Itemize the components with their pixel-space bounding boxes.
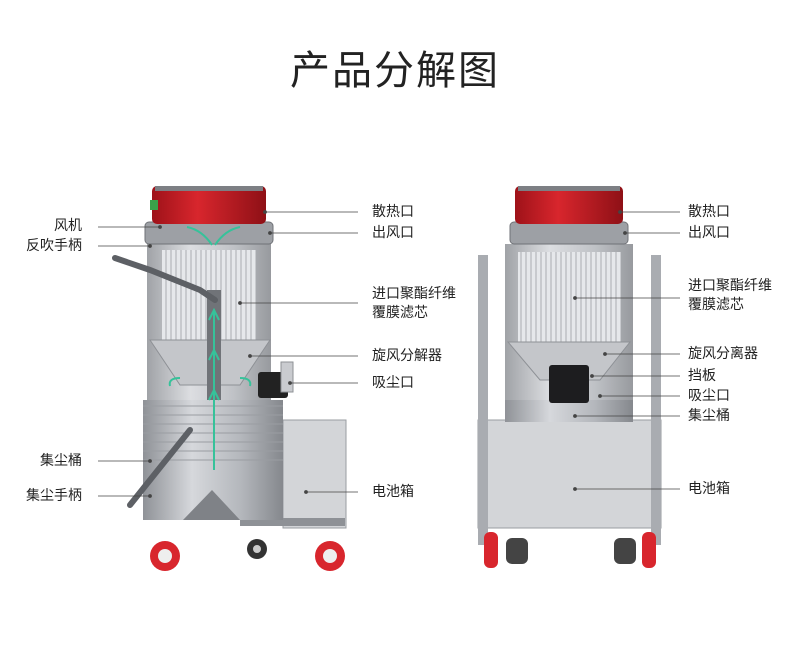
leader-lines <box>98 210 680 498</box>
left-battery-box <box>282 419 347 529</box>
label-right-heat-vent: 散热口 <box>688 204 730 220</box>
label-right-filter-line1: 进口聚酯纤维 <box>688 278 772 294</box>
label-right-battery-box: 电池箱 <box>688 481 730 497</box>
right-suction-port <box>549 365 589 403</box>
label-left-dust-bucket: 集尘桶 <box>40 453 82 469</box>
left-funnel <box>183 490 240 520</box>
left-dust-handle <box>127 427 193 508</box>
right-motor <box>515 186 623 224</box>
label-fan: 风机 <box>54 218 82 234</box>
label-left-filter-line1: 进口聚酯纤维 <box>372 286 456 302</box>
label-left-battery-box: 电池箱 <box>372 484 414 500</box>
right-wheels <box>484 532 656 568</box>
right-outlet-ring <box>509 221 629 245</box>
label-dust-handle: 集尘手柄 <box>26 488 82 504</box>
label-cyclone-decomposer: 旋风分解器 <box>372 348 442 364</box>
left-wheels <box>150 539 345 571</box>
right-dust-bucket <box>505 400 633 422</box>
right-machine <box>477 186 662 568</box>
left-top-handle <box>112 255 218 303</box>
page-title: 产品分解图 <box>290 48 500 94</box>
label-left-air-outlet: 出风口 <box>372 225 414 241</box>
label-reverse-blow-handle: 反吹手柄 <box>26 238 82 254</box>
label-baffle: 挡板 <box>688 368 716 384</box>
left-motor <box>152 186 266 224</box>
label-left-suction-port: 吸尘口 <box>372 375 414 391</box>
left-airflow-arrows <box>168 226 252 470</box>
label-left-filter-line2: 覆膜滤芯 <box>372 305 428 321</box>
label-left-heat-vent: 散热口 <box>372 204 414 220</box>
label-right-dust-bucket: 集尘桶 <box>688 408 730 424</box>
left-frame-bar <box>240 518 345 526</box>
label-right-suction-port: 吸尘口 <box>688 388 730 404</box>
label-right-filter-line2: 覆膜滤芯 <box>688 297 744 313</box>
right-battery-box <box>477 419 662 529</box>
left-machine <box>112 186 347 571</box>
label-right-air-outlet: 出风口 <box>688 225 730 241</box>
right-cyclone-cone <box>506 341 632 381</box>
label-cyclone-separator: 旋风分离器 <box>688 346 758 362</box>
